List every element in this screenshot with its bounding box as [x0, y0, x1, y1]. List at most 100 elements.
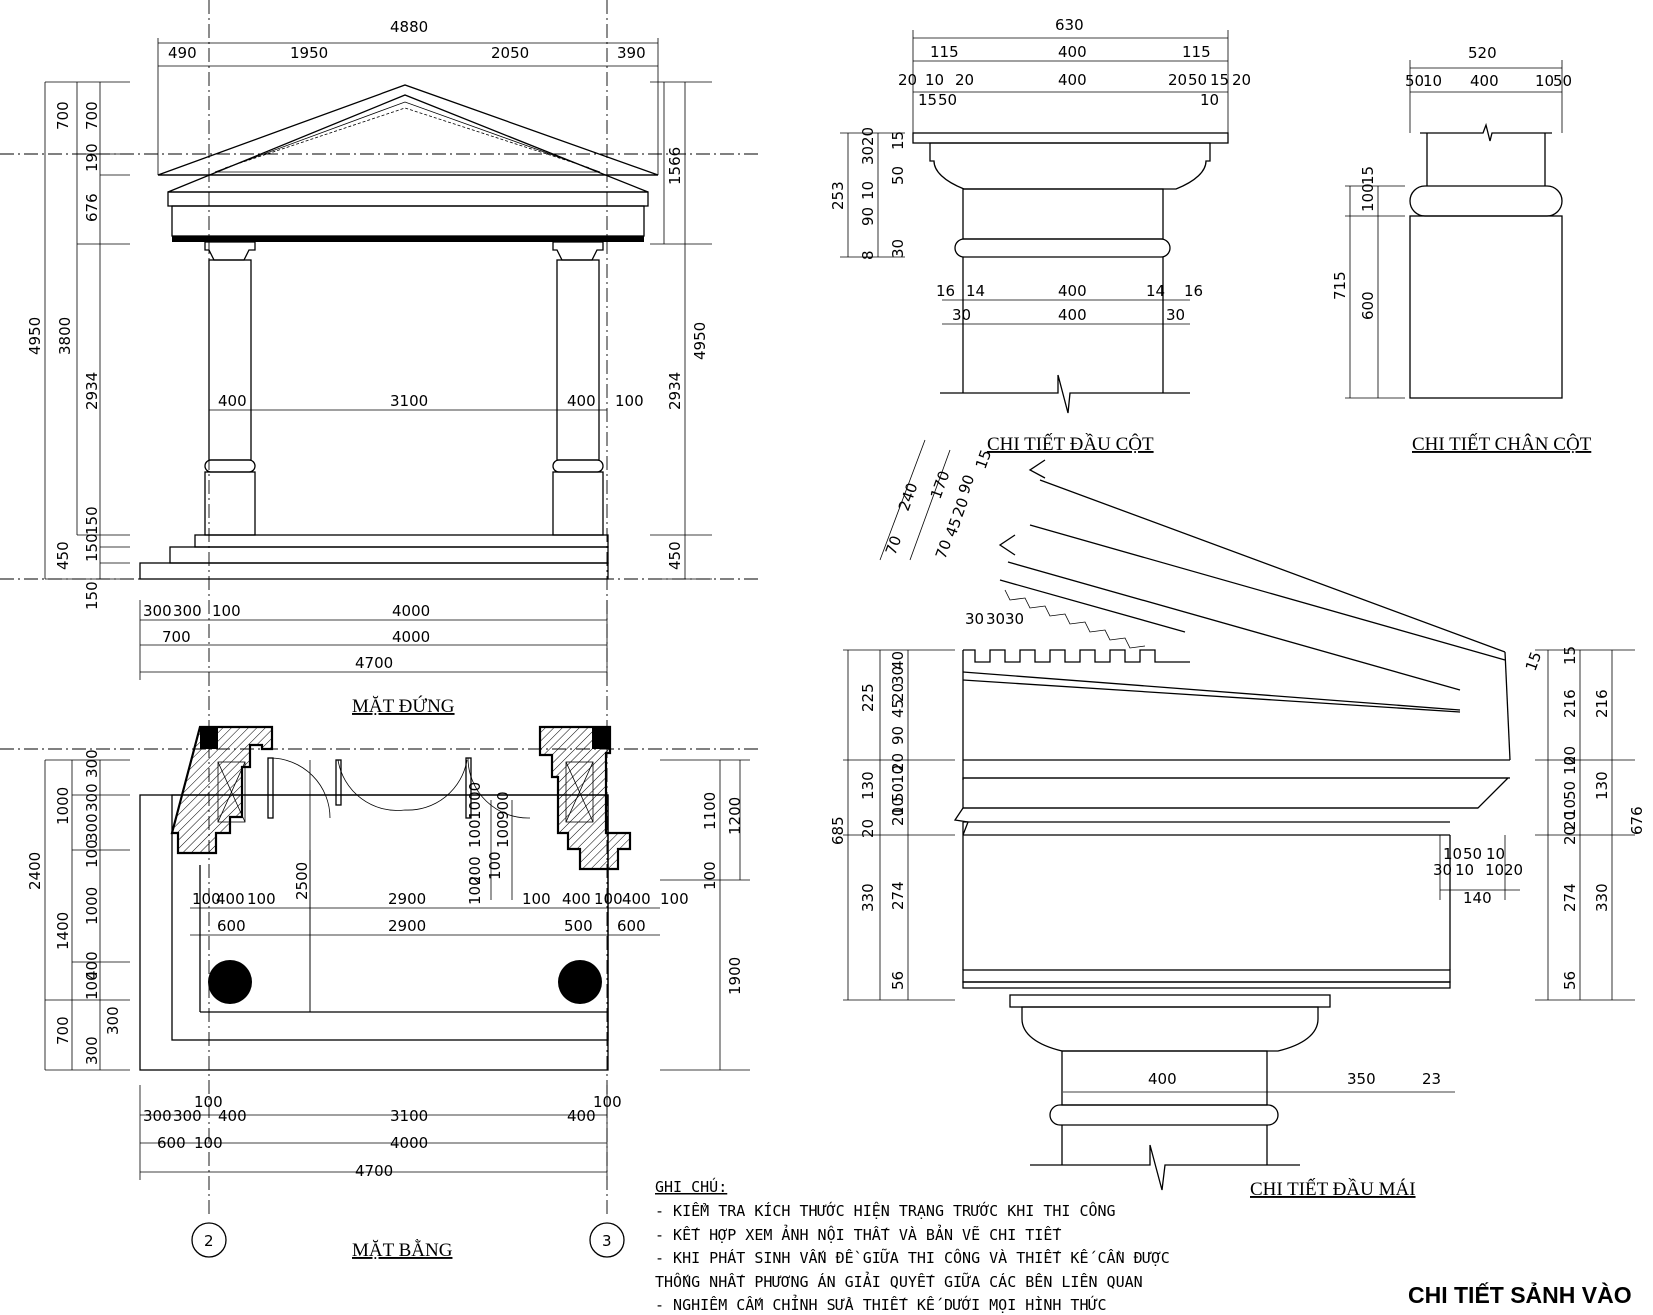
dim-text: 400: [83, 951, 101, 980]
dim-text: 274: [1561, 883, 1579, 912]
dim-text: 300: [173, 602, 202, 620]
dim-text: 10: [1486, 845, 1505, 863]
dim-text: 130: [1593, 771, 1611, 800]
dim-text: 2900: [388, 890, 426, 908]
dim-text: 50: [938, 91, 957, 109]
elevation-mid-dims: 400 3100 400 100: [218, 392, 644, 410]
dim-text: 20: [1561, 811, 1579, 830]
dim-text: 90: [859, 207, 877, 226]
dim-text: 400: [1148, 1070, 1177, 1088]
dim-text: 56: [889, 971, 907, 990]
dim-text: 300: [83, 749, 101, 778]
dim-text: 300: [83, 783, 101, 812]
dim-text: 3100: [390, 1107, 428, 1125]
dim-text: 30: [1005, 610, 1024, 628]
dim-text: 400: [1058, 282, 1087, 300]
note-line: - KẾT HỢP XEM ẢNH NỘI THẤT VÀ BẢN VẼ CHI…: [655, 1223, 1061, 1244]
dim-text: 1566: [666, 147, 684, 185]
dim-text: 490: [168, 44, 197, 62]
dim-text: 300: [83, 1036, 101, 1065]
dim-text: 100: [466, 819, 484, 848]
dim-text: 30: [859, 146, 877, 165]
column-base-title: CHI TIẾT CHÂN CỘT: [1412, 433, 1592, 455]
dim-text: 300: [83, 813, 101, 842]
dim-text: 100: [660, 890, 689, 908]
dim-text: 50: [889, 166, 907, 185]
dim-text: 700: [54, 1016, 72, 1045]
dim-text: 45: [889, 699, 907, 718]
dim-text: 685: [829, 816, 847, 845]
dim-text: 115: [1182, 43, 1211, 61]
dim-text: 50: [1463, 845, 1482, 863]
roof-eave-drawing: [843, 439, 1635, 1191]
dim-text: 400: [218, 1107, 247, 1125]
dim-text: 2934: [666, 372, 684, 410]
dim-text: 15: [1359, 166, 1377, 185]
dim-text: 20: [1168, 71, 1187, 89]
dim-text: 190: [83, 143, 101, 172]
dim-text: 216: [1561, 689, 1579, 718]
dim-text: 15: [889, 131, 907, 150]
dim-text: 4000: [390, 1134, 428, 1152]
dim-text: 4700: [355, 1162, 393, 1180]
dim-text: 1000: [466, 782, 484, 820]
dim-text: 30: [965, 610, 984, 628]
dim-text: 100: [247, 890, 276, 908]
capital-dims: 630 115 400 115 20 10 20 400 20 50 15 20…: [829, 16, 1251, 324]
dim-text: 90: [955, 472, 978, 496]
elevation-left-dims: 700 700 190 676 4950 3800 2934 150 450 1…: [26, 101, 101, 610]
note-line: - NGHIÊM CẤM CHỈNH SỬA THIẾT KẾ DƯỚI MỌI…: [655, 1293, 1107, 1314]
dim-text: 2500: [293, 862, 311, 900]
dim-text: 2400: [26, 852, 44, 890]
plan-right-dims: 1100 1200 100 1900: [701, 792, 744, 995]
dim-text: 10: [1561, 756, 1579, 775]
dim-text: 400: [218, 392, 247, 410]
grid-label-3: 3: [602, 1232, 612, 1250]
dim-text: 20: [898, 71, 917, 89]
dim-text: 100: [486, 851, 504, 880]
dim-text: 1000: [54, 787, 72, 825]
dim-text: 15: [1522, 649, 1545, 673]
dim-text: 450: [54, 541, 72, 570]
dim-text: 23: [1422, 1070, 1441, 1088]
dim-text: 100: [1359, 183, 1377, 212]
dim-text: 16: [936, 282, 955, 300]
dim-text: 100: [594, 890, 623, 908]
dim-text: 50: [1405, 72, 1424, 90]
dim-text: 20: [889, 683, 907, 702]
dim-text: 10: [1443, 845, 1462, 863]
dim-text: 30: [1433, 861, 1452, 879]
dim-text: 30: [952, 306, 971, 324]
dim-text: 700: [162, 628, 191, 646]
dim-text: 330: [1593, 883, 1611, 912]
dim-text: 40: [889, 651, 907, 670]
dim-text: 400: [567, 392, 596, 410]
dim-text: 4700: [355, 654, 393, 672]
dim-text: 600: [1359, 291, 1377, 320]
dim-text: 140: [1463, 889, 1492, 907]
dim-text: 20: [1561, 826, 1579, 845]
dim-text: 4950: [26, 317, 44, 355]
column-capital-drawing: [840, 30, 1229, 414]
dim-text: 70: [882, 533, 905, 557]
dim-text: 600: [217, 917, 246, 935]
dim-text: 400: [1058, 71, 1087, 89]
dim-text: 10: [925, 71, 944, 89]
dim-text: 390: [617, 44, 646, 62]
plan-mid-dims: 2500 1000 900 100 100 200 100 100: [293, 782, 512, 905]
dim-text: 10: [1561, 799, 1579, 818]
dim-text: 4950: [691, 322, 709, 360]
dim-text: 676: [83, 193, 101, 222]
dim-text: 130: [859, 771, 877, 800]
dim-text: 20: [1232, 71, 1251, 89]
dim-text: 3100: [390, 392, 428, 410]
dim-text: 14: [1146, 282, 1165, 300]
dim-text: 50: [1188, 71, 1207, 89]
dim-text: 56: [1561, 971, 1579, 990]
dim-text: 15: [972, 447, 995, 471]
dim-text: 100: [593, 1093, 622, 1111]
elevation-right-dims: 1566 4950 2934 450: [666, 147, 709, 570]
dim-text: 100: [466, 876, 484, 905]
dim-text: 170: [927, 468, 954, 501]
